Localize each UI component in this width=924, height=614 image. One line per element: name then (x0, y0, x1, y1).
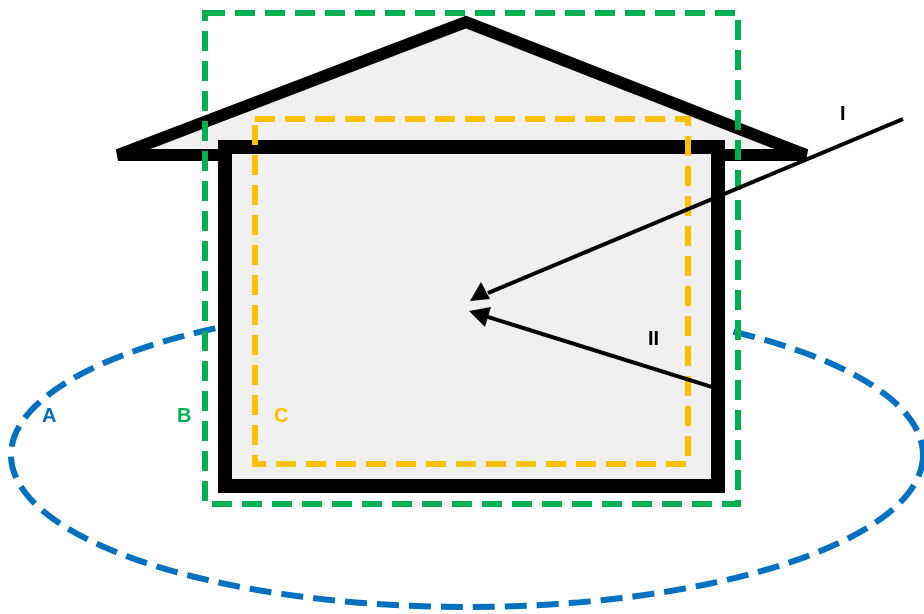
zone-a-label: A (42, 405, 56, 427)
arrow-ii-head (469, 307, 491, 327)
arrow-ii-line (487, 315, 713, 389)
arrow-i-line (487, 117, 904, 295)
house-body (218, 140, 725, 493)
arrow-i-label: I (840, 103, 846, 125)
house-roof (115, 15, 809, 161)
zone-c-label: C (274, 405, 288, 427)
zone-b-rectangle (202, 10, 741, 507)
arrow-i-head (470, 282, 490, 301)
zone-c-rectangle (252, 116, 691, 467)
zone-b-label: B (177, 405, 191, 427)
arrow-ii-label: II (648, 328, 659, 350)
